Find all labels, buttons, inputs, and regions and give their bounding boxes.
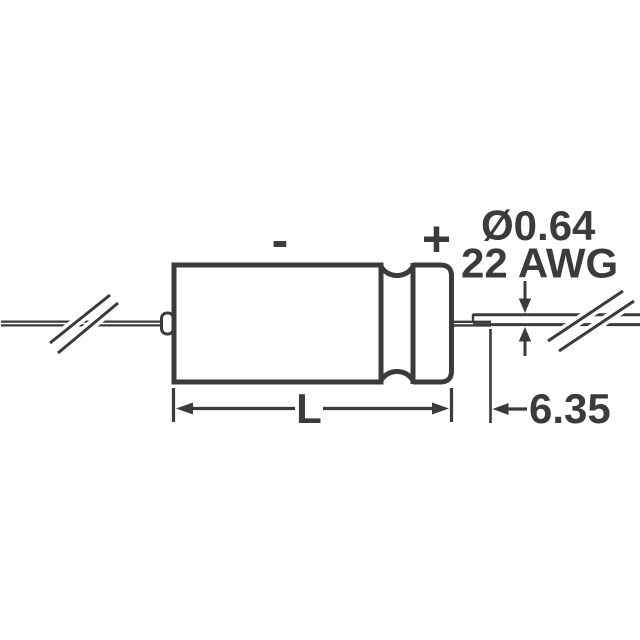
lead-gauge-label: 22 AWG — [461, 240, 618, 287]
left-lead-break-mark-icon — [46, 291, 122, 357]
body-length-dimension: L — [171, 385, 454, 432]
lead-length-dimension: 6.35 — [489, 329, 611, 432]
negative-polarity-label: - — [272, 212, 289, 268]
end-cap — [413, 262, 454, 385]
right-lead-break-mark-icon — [545, 286, 637, 356]
capacitor-body — [171, 262, 384, 385]
lead-length-label: 6.35 — [529, 385, 611, 432]
lead-diameter-label: Ø0.64 — [481, 202, 596, 249]
positive-polarity-label: + — [422, 211, 451, 267]
diameter-dimension-arrows — [518, 281, 532, 356]
crimp-neck — [378, 263, 416, 384]
body-length-label: L — [296, 385, 322, 432]
